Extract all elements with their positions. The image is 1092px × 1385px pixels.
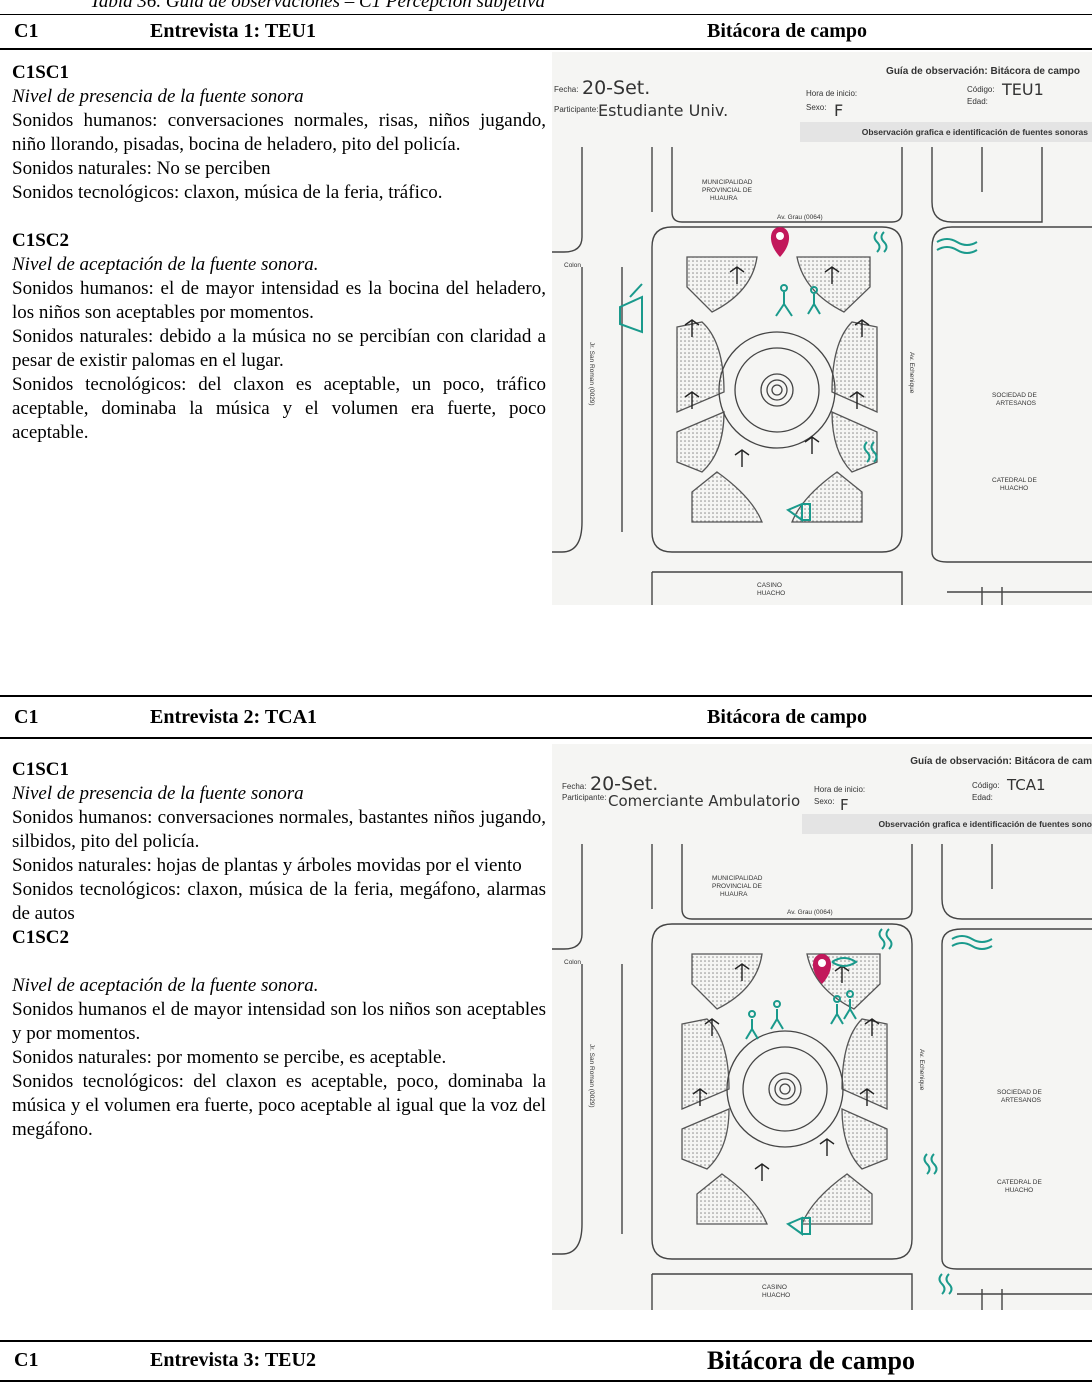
section-2-header: C1 Entrevista 2: TCA1 Bitácora de campo <box>0 700 1092 734</box>
map-label: Av. Grau (0064) <box>777 214 823 221</box>
fecha-label: Fecha: <box>554 85 578 94</box>
subcategory-code: C1SC1 <box>12 759 70 780</box>
observation-line: Sonidos naturales: debido a la música no… <box>12 326 546 371</box>
observation-line: Sonidos naturales: No se perciben <box>12 158 271 179</box>
interview-title: Entrevista 2: TCA1 <box>150 706 318 728</box>
edad-label: Edad: <box>967 97 988 106</box>
section-1-header: C1 Entrevista 1: TEU1 Bitácora de campo <box>0 14 1092 48</box>
field-log-sketch-1: Guía de observación: Bitácora de campo F… <box>552 52 1092 605</box>
sexo-label: Sexo: <box>806 103 826 112</box>
observation-line: Sonidos naturales: por momento se percib… <box>12 1047 447 1068</box>
map-label: Av. Echenique <box>918 1049 925 1091</box>
sexo-label: Sexo: <box>814 797 834 806</box>
fecha-value: 20-Set. <box>590 773 658 795</box>
level-heading: Nivel de presencia de la fuente sonora <box>12 783 304 804</box>
map-label: PROVINCIAL DE <box>702 187 753 194</box>
field-log-sketch-2: Guía de observación: Bitácora de cam Fec… <box>552 744 1092 1310</box>
map-label: Jr. San Roman (0029) <box>588 342 595 406</box>
header-rule <box>0 1380 1092 1382</box>
header-rule <box>0 48 1092 50</box>
map-label: ARTESANOS <box>1001 1097 1042 1104</box>
map-label: CATEDRAL DE <box>992 477 1037 484</box>
category-code: C1 <box>14 1349 39 1371</box>
subcategory-code: C1SC1 <box>12 62 70 83</box>
map-label: CATEDRAL DE <box>997 1179 1042 1186</box>
section-rule <box>0 1340 1092 1342</box>
map-label: HUAURA <box>720 891 748 898</box>
map-label: CASINO <box>757 582 782 589</box>
map-label: CASINO <box>762 1284 787 1291</box>
category-code: C1 <box>14 706 39 728</box>
top-rule <box>0 14 1092 15</box>
observation-bar: Observación grafica e identificación de … <box>862 127 1089 137</box>
map-label: HUAURA <box>710 195 738 202</box>
log-title: Bitácora de campo <box>707 706 867 728</box>
map-label: Av. Echenique <box>908 352 915 394</box>
map-label: Colon <box>564 262 581 269</box>
section-1-text: C1SC1 Nivel de presencia de la fuente so… <box>12 61 546 445</box>
observation-line: Sonidos tecnológicos: del claxon es acep… <box>12 1071 546 1140</box>
participante-value: Comerciante Ambulatorio <box>608 792 800 810</box>
codigo-value: TEU1 <box>1001 80 1044 99</box>
hora-label: Hora de inicio: <box>814 785 865 794</box>
map-label: SOCIEDAD DE <box>992 392 1037 399</box>
map-label: Colon <box>564 959 581 966</box>
log-title: Bitácora de campo <box>707 1346 915 1375</box>
subcategory-code: C1SC2 <box>12 927 70 948</box>
codigo-label: Código: <box>967 85 995 94</box>
map-label: Jr. San Roman (0029) <box>588 1044 595 1108</box>
map-label: Av. Grau (0064) <box>787 909 833 916</box>
sexo-value: F <box>840 796 849 814</box>
edad-label: Edad: <box>972 793 993 802</box>
interview-title: Entrevista 3: TEU2 <box>150 1349 316 1371</box>
observation-bar: Observación grafica e identificación de … <box>878 819 1092 829</box>
observation-line: Sonidos humanos el de mayor intensidad s… <box>12 999 546 1044</box>
map-label: MUNICIPALIDAD <box>712 875 763 882</box>
category-code: C1 <box>14 20 39 42</box>
observation-line: Sonidos tecnológicos: claxon, música de … <box>12 879 546 924</box>
observation-line: Sonidos humanos: conversaciones normales… <box>12 807 546 852</box>
table-caption: Tabla 36. Guía de observaciones – C1 Per… <box>90 0 546 12</box>
map-label: PROVINCIAL DE <box>712 883 763 890</box>
map-label: SOCIEDAD DE <box>997 1089 1042 1096</box>
subcategory-code: C1SC2 <box>12 230 70 251</box>
codigo-value: TCA1 <box>1006 776 1046 794</box>
map-label: MUNICIPALIDAD <box>702 179 753 186</box>
observation-line: Sonidos humanos: el de mayor intensidad … <box>12 278 546 323</box>
form-title: Guía de observación: Bitácora de cam <box>910 756 1092 767</box>
log-title: Bitácora de campo <box>707 20 867 42</box>
fecha-label: Fecha: <box>562 782 586 791</box>
form-title: Guía de observación: Bitácora de campo <box>886 66 1080 77</box>
codigo-label: Código: <box>972 781 1000 790</box>
section-2-text: C1SC1 Nivel de presencia de la fuente so… <box>12 758 546 1142</box>
section-3-header: C1 Entrevista 3: TEU2 Bitácora de campo <box>0 1343 1092 1377</box>
fecha-value: 20-Set. <box>582 77 650 99</box>
hora-label: Hora de inicio: <box>806 89 857 98</box>
participante-label: Participante: <box>554 105 598 114</box>
level-heading: Nivel de aceptación de la fuente sonora. <box>12 975 319 996</box>
observation-line: Sonidos naturales: hojas de plantas y ár… <box>12 855 522 876</box>
header-rule <box>0 737 1092 739</box>
section-rule <box>0 695 1092 697</box>
map-label: HUACHO <box>757 590 785 597</box>
level-heading: Nivel de aceptación de la fuente sonora. <box>12 254 319 275</box>
map-label: HUACHO <box>1005 1187 1033 1194</box>
map-label: HUACHO <box>762 1292 790 1299</box>
observation-line: Sonidos humanos: conversaciones normales… <box>12 110 546 155</box>
participante-value: Estudiante Univ. <box>598 101 728 120</box>
observation-line: Sonidos tecnológicos: del claxon es acep… <box>12 374 546 443</box>
level-heading: Nivel de presencia de la fuente sonora <box>12 86 304 107</box>
interview-title: Entrevista 1: TEU1 <box>150 20 316 42</box>
map-label: HUACHO <box>1000 485 1028 492</box>
sexo-value: F <box>834 101 843 120</box>
map-label: ARTESANOS <box>996 400 1037 407</box>
participante-label: Participante: <box>562 793 606 802</box>
observation-line: Sonidos tecnológicos: claxon, música de … <box>12 182 443 203</box>
